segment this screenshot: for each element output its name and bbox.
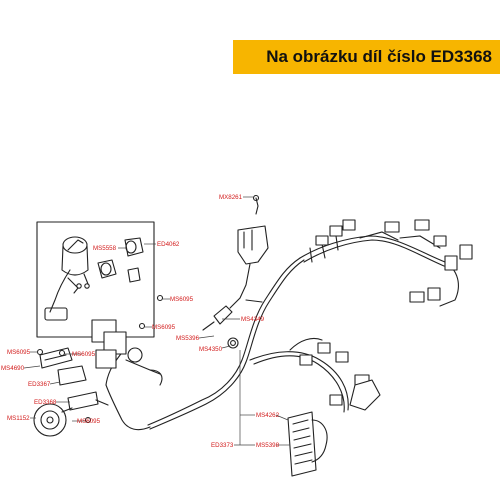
rear-light-unit xyxy=(287,411,328,477)
label-ms6095-b: MS6095 xyxy=(152,324,176,331)
label-ed4062: ED4062 xyxy=(157,241,180,248)
label-ms4690: MS4690 xyxy=(1,365,25,372)
label-ms5398: MS5398 xyxy=(256,442,280,449)
label-ms4262: MS4262 xyxy=(256,412,280,419)
ht-lead-cap xyxy=(202,194,269,349)
label-ms4350: MS4350 xyxy=(199,346,223,353)
label-ms6095-a: MS6095 xyxy=(170,296,194,303)
lock-cylinders xyxy=(97,237,144,283)
ignition-lock xyxy=(44,236,89,321)
label-ed3368: ED3368 xyxy=(34,399,57,406)
relay-ed3368 xyxy=(67,391,109,411)
label-ms6095-d: MS6095 xyxy=(72,351,96,358)
flasher-relay xyxy=(57,365,87,386)
label-ed3367: ED3367 xyxy=(28,381,51,388)
label-ms5396: MS5396 xyxy=(176,335,200,342)
label-ms5558: MS5558 xyxy=(93,245,117,252)
main-harness xyxy=(105,231,459,431)
regulator-module xyxy=(39,347,73,369)
label-ms6095-c: MS6095 xyxy=(7,349,31,356)
relay-cluster xyxy=(91,319,163,386)
label-mx8261: MX8261 xyxy=(219,194,243,201)
label-ms1152: MS1152 xyxy=(7,415,30,422)
label-ms6095-e: MS6095 xyxy=(77,418,101,425)
leader-lines xyxy=(23,196,290,446)
label-ed3373: ED3373 xyxy=(211,442,234,449)
banner-title: Na obrázku díl číslo ED3368 xyxy=(266,47,492,66)
horn xyxy=(33,403,73,437)
harness-connectors xyxy=(299,219,473,406)
part-number-banner: Na obrázku díl číslo ED3368 xyxy=(233,40,500,74)
harness-bracket xyxy=(349,379,381,411)
label-ms4349: MS4349 xyxy=(241,316,265,323)
